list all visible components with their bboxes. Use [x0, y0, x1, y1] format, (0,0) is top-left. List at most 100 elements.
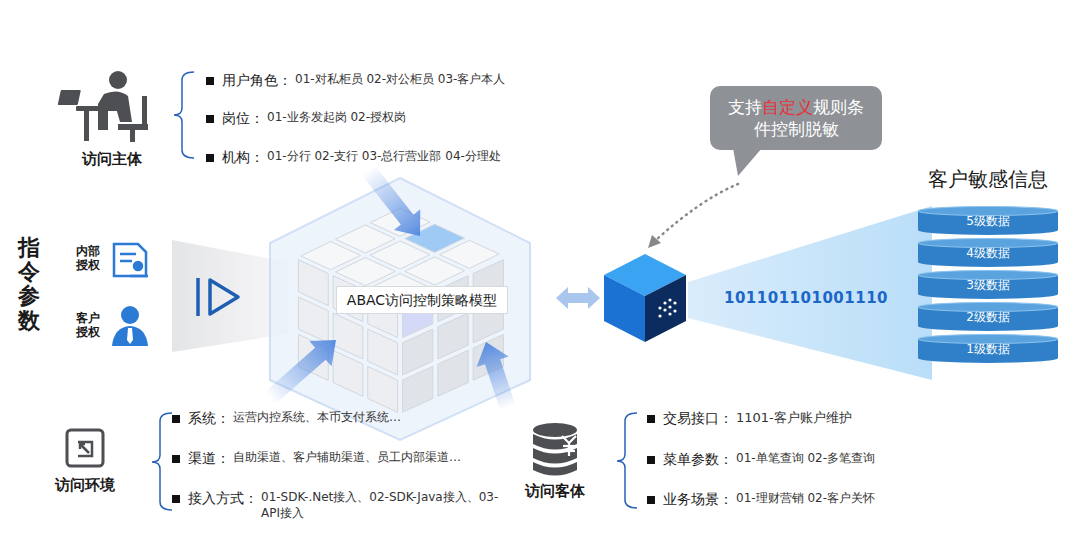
cube-tile — [438, 350, 468, 396]
document-icon — [114, 244, 148, 276]
customer-icon — [112, 306, 148, 346]
attribute-value: 01-业务发起岗 02-授权岗 — [267, 110, 406, 126]
database-icon — [562, 436, 576, 456]
engine-cube — [663, 301, 666, 304]
dotted-arrowhead — [648, 235, 661, 248]
engine-cube — [604, 254, 686, 342]
text-run: 条 — [847, 97, 864, 117]
data-level-disk: 4级数据 — [917, 238, 1059, 268]
document-icon — [120, 253, 136, 256]
data-level-disk: 1级数据 — [917, 334, 1059, 364]
icon-caption: 客户授权 — [76, 311, 101, 340]
database-icon — [533, 434, 577, 450]
environment-icon — [80, 444, 85, 449]
document-icon — [114, 244, 146, 276]
cube-tile — [402, 366, 432, 412]
environment-icon — [80, 444, 89, 453]
bracket — [617, 413, 637, 508]
data-level-disk: 3级数据 — [917, 270, 1059, 300]
attribute-key: 系统： — [188, 409, 230, 427]
cube-tile — [368, 366, 398, 412]
node-text: 客户敏感信息 — [915, 166, 1061, 192]
person-icon — [84, 111, 89, 141]
bullet — [647, 456, 655, 464]
text-run: 制 — [788, 119, 805, 139]
input-arrow — [477, 342, 516, 411]
dotted-arrow — [656, 184, 738, 240]
text-run: 控 — [771, 119, 788, 139]
play-icon — [210, 280, 238, 314]
bracket — [152, 72, 637, 510]
text-run: 则 — [830, 97, 847, 117]
customer-icon — [121, 306, 139, 324]
text-run: 持 — [745, 97, 762, 117]
attribute-value: 运营内控系统、本币支付系统… — [233, 410, 401, 426]
person-icon — [109, 71, 127, 89]
database-icon — [562, 436, 576, 443]
icon-caption: 访问主体 — [82, 150, 142, 170]
attribute-value: 01-分行 02-支行 03-总行营业部 04-分理处 — [267, 149, 501, 165]
double-arrow — [556, 287, 600, 309]
text-run: 脱 — [805, 119, 822, 139]
bullet — [206, 154, 214, 162]
node-text: 101101101001110 — [724, 289, 888, 309]
play-icon — [196, 278, 200, 316]
customer-icon — [112, 326, 148, 346]
bracket — [174, 72, 194, 158]
node-text: 3级数据 — [917, 270, 1059, 294]
text-run: 义 — [796, 97, 813, 117]
text-run: 件 — [754, 119, 771, 139]
person-icon — [130, 130, 135, 142]
bullet — [206, 77, 214, 85]
attribute-key: 用户角色： — [222, 71, 292, 89]
engine-cube — [604, 275, 645, 342]
node-text: 5级数据 — [917, 206, 1059, 230]
bracket — [152, 413, 172, 510]
node-text: 支持自定义规则条件控制脱敏 — [722, 96, 870, 140]
model-label-box: ABAC访问控制策略模型 — [336, 286, 508, 314]
data-level-disk: 5级数据 — [917, 206, 1059, 236]
data-stream: 101101101001110 — [724, 289, 888, 309]
text-run: 自 — [762, 97, 779, 117]
data-level-disk: 2级数据 — [917, 302, 1059, 332]
node-text: ABAC访问控制策略模型 — [347, 291, 497, 309]
engine-cube — [668, 298, 671, 301]
engine-cube — [645, 275, 686, 342]
attribute-value: 1101-客户账户维护 — [736, 410, 852, 427]
attribute-key: 业务场景： — [663, 490, 733, 508]
cube-tile — [333, 350, 363, 396]
engine-cube — [673, 301, 676, 304]
attribute-key: 接入方式： — [188, 489, 258, 507]
person-icon — [58, 90, 81, 105]
text-run: 规 — [813, 97, 830, 117]
bullet — [172, 77, 655, 504]
light-beam — [688, 206, 932, 380]
attribute-value: 01-单笔查询 02-多笔查询 — [736, 451, 875, 467]
text-run: 敏 — [822, 119, 839, 139]
person-icon — [76, 106, 124, 111]
attribute-value: 01-对私柜员 02-对公柜员 03-客户本人 — [295, 72, 505, 88]
icon-caption: 访问环境 — [55, 476, 115, 496]
person-icon — [142, 96, 147, 126]
icon-caption: 访问客体 — [525, 482, 585, 502]
bullet — [647, 496, 655, 504]
attribute-value: 01-SDK-.Net接入、02-SDK-Java接入、03-API接入 — [261, 490, 501, 521]
document-icon — [120, 260, 132, 263]
text-run: 定 — [779, 97, 796, 117]
bubble-tail — [733, 148, 762, 176]
environment-icon — [67, 430, 103, 466]
cube-tile — [440, 240, 500, 268]
document-icon — [134, 262, 142, 270]
database-icon — [563, 445, 575, 447]
icon-caption: 内部授权 — [76, 244, 101, 273]
bullet — [647, 415, 655, 423]
attribute-value: 自助渠道、客户辅助渠道、员工内部渠道… — [233, 450, 461, 466]
engine-cube — [668, 305, 671, 308]
bullet — [206, 115, 214, 123]
attribute-key: 菜单参数： — [663, 450, 733, 468]
data-stack: 客户敏感信息 5级数据 4级数据3级数据 2级数据1级数据 — [915, 166, 1061, 366]
database-icon — [563, 450, 575, 452]
person-icon — [58, 71, 148, 142]
side-title: 指令参数 — [18, 236, 40, 333]
